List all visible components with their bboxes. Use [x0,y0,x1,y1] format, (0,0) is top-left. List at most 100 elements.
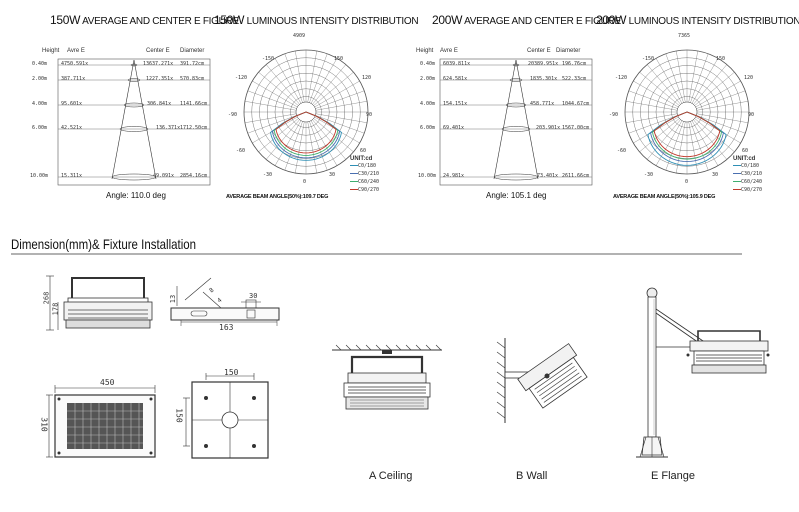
polar-grid-circle [274,80,338,144]
section-title: Dimension(mm)& Fixture Installation [11,236,197,252]
row-diameter: 522.33cm [562,76,587,82]
title-text: LUMINOUS INTENSITY DISTRIBUTION [628,16,799,27]
polar-curve [653,111,721,158]
polar-curve [275,111,337,154]
avg-figure-title-150w: 150W AVERAGE AND CENTER E FIGURE [50,13,239,27]
polar-grid-circle [655,80,719,144]
col-center: Center E [527,48,551,54]
polar-curve [651,111,723,160]
row-height: 6.00m [32,125,48,131]
polar-grid-circle [632,57,742,167]
legend-label: C0/180 [741,163,760,169]
section-divider [11,253,742,255]
row-height: 0.40m [32,61,48,67]
legend-item: C60/240 [733,178,783,186]
col-avre: Avre E [67,48,85,54]
angle-label: 120 [744,75,754,81]
row-center: 49.091x [153,173,175,179]
angle-label: -150 [642,56,655,62]
angle-label: -120 [235,75,248,81]
distribution-title-150w: 150W LUMINOUS INTENSITY DISTRIBUTION [214,13,419,27]
angle-label: 30 [712,172,719,178]
legend-swatch [733,173,741,174]
caption-wall: B Wall [516,470,548,482]
row-height: 10.00m [30,173,49,179]
angle-label: -120 [615,75,628,81]
distribution-title-200w: 200W LUMINOUS INTENSITY DISTRIBUTION [596,13,799,27]
row-diameter: 196.76cm [562,61,587,67]
legend-swatch [350,181,358,182]
col-avre: Avre E [440,48,458,54]
legend-item: C60/240 [350,178,400,186]
row-avre: 624.581x [443,76,468,82]
angle-label: 60 [742,148,749,154]
legend-label: C90/270 [358,187,380,193]
beam-angle-200w: Angle: 105.1 deg [486,191,547,200]
legend-label: C60/240 [741,179,763,185]
angle-label: 60 [360,148,367,154]
legend-label: C30/210 [358,171,380,177]
legend-item: C90/270 [733,186,783,194]
power-label: 200W [596,13,627,27]
dim-side-height: 268 [42,291,51,305]
legend-swatch [350,189,358,190]
row-height: 2.00m [420,76,436,82]
dim-bracket-a: 13 [169,294,178,304]
col-center: Center E [146,48,170,54]
legend-swatch [733,189,741,190]
row-avre: 15.311x [61,173,83,179]
row-avre: 154.151x [443,101,468,107]
legend-swatch [733,181,741,182]
legend-label: C0/180 [358,163,377,169]
legend-150w: UNIT:cd C0/180 C30/210 C60/240 C90/270 [350,156,400,194]
polar-max: 4909 [293,33,306,39]
polar-grid-circle [243,49,369,175]
angle-label: -90 [228,112,238,118]
illuminance-figure-200w: Height Avre E Center E Diameter 0.40m 60… [416,48,597,188]
dim-front-width: 450 [100,378,115,387]
angle-label: -150 [262,56,275,62]
illuminance-cone [439,58,593,186]
legend-item: C90/270 [350,186,400,194]
row-diameter: 1044.67cm [562,101,590,107]
legend-item: C0/180 [350,162,400,170]
row-diameter: 1712.50cm [180,125,208,131]
angle-label: 30 [329,172,336,178]
polar-grid-circle [671,96,703,128]
row-height: 4.00m [420,101,436,107]
row-avre: 387.711x [61,76,86,82]
row-center: 1227.351x [146,76,174,82]
legend-unit: UNIT:cd [350,156,373,162]
legend-swatch [350,173,358,174]
row-height: 0.40m [420,61,436,67]
polar-grid-circle [282,88,330,136]
back-view-drawing [183,373,269,459]
polar-curve [650,111,724,163]
row-diameter: 1567.00cm [562,125,590,131]
angle-label: 90 [748,112,755,118]
legend-item: C0/180 [733,162,783,170]
row-diameter: 2854.16cm [180,173,208,179]
dim-bracket-b: 30 [249,292,258,300]
average-beam-angle-200w: AVERAGE BEAM ANGLE(50%):105.9 DEG [613,194,716,200]
average-beam-angle-150w: AVERAGE BEAM ANGLE(50%):109.7 DEG [226,194,329,200]
side-view-drawing [46,275,153,331]
polar-grid-circle [640,65,734,159]
row-avre: 24.981x [443,173,465,179]
wall-install-drawing [496,338,588,423]
legend-label: C90/270 [741,187,763,193]
row-diameter: 570.83cm [180,76,205,82]
polar-curve [270,111,342,161]
dim-back-width: 150 [224,368,239,377]
row-height: 4.00m [32,101,48,107]
col-diameter: Diameter [556,48,581,54]
legend-label: C30/210 [741,171,763,177]
polar-grid-circle [624,49,750,175]
power-label: 150W [50,13,81,27]
legend-200w: UNIT:cd C0/180 C30/210 C60/240 C90/270 [733,156,783,194]
row-avre: 6039.811x [443,61,471,67]
angle-label: -60 [236,148,246,154]
power-label: 150W [214,13,245,27]
angle-label: 120 [362,75,372,81]
legend-item: C30/210 [733,170,783,178]
